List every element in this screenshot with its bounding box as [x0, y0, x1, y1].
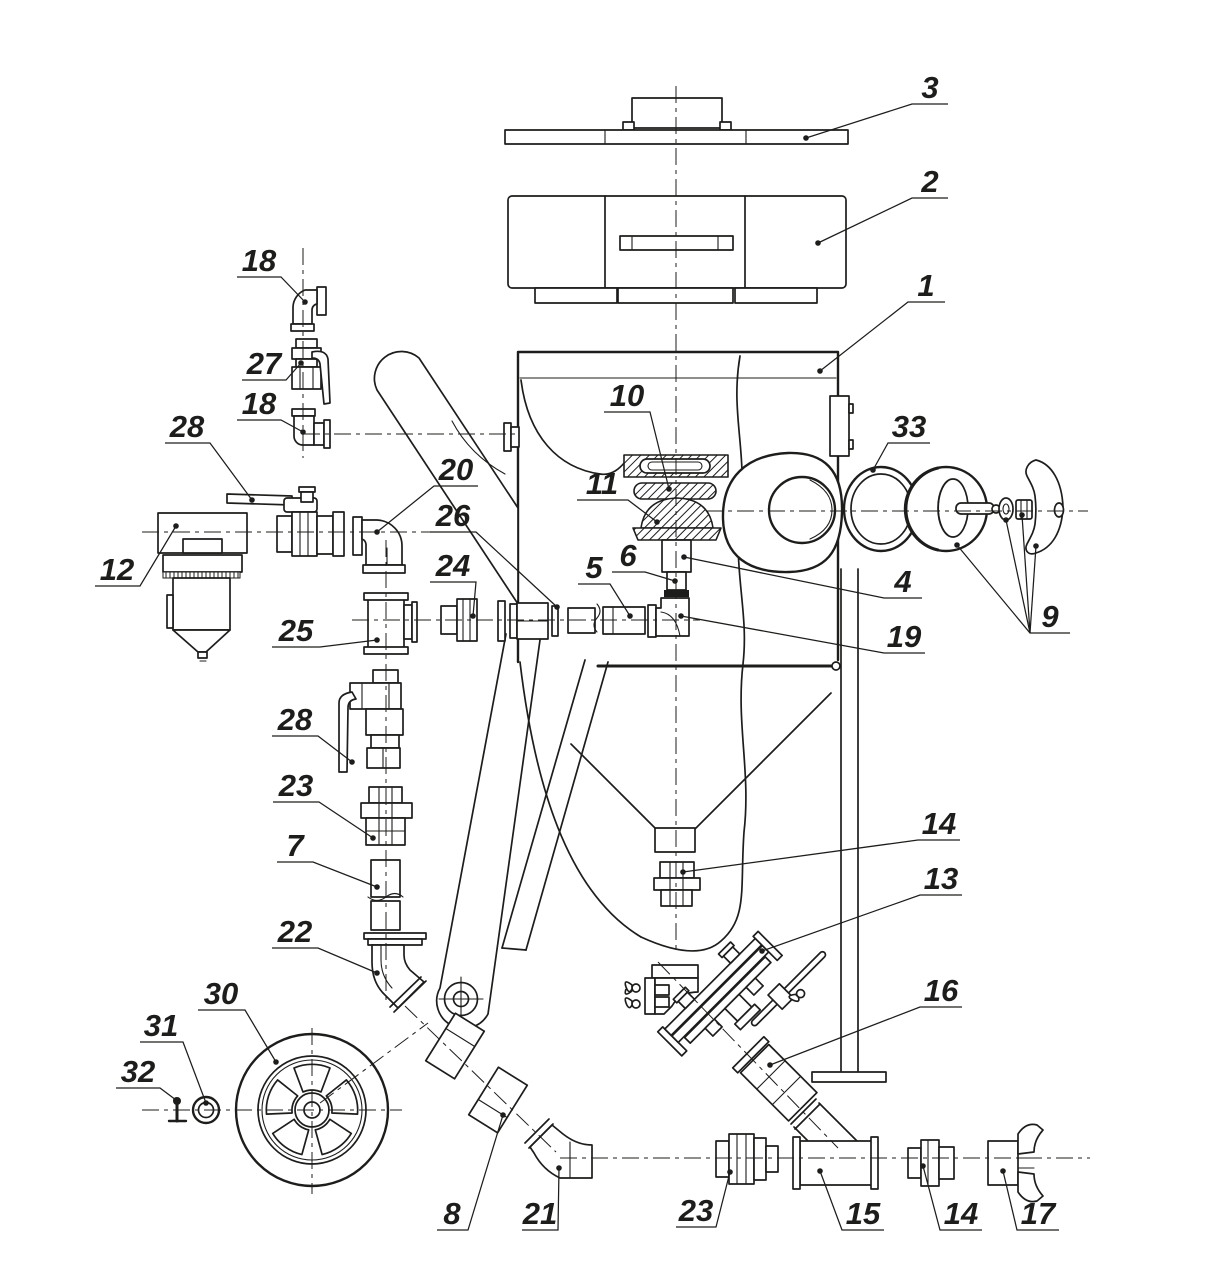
callout-25: 25: [278, 613, 314, 648]
callout-3: 3: [921, 70, 938, 105]
callout-28-upper: 28: [169, 409, 205, 444]
callout-28-lower: 28: [277, 702, 313, 737]
air-filter-12: [157, 512, 248, 662]
callout-11: 11: [586, 466, 618, 501]
clamp-yoke: [1025, 459, 1065, 555]
union-14-lower: [907, 1139, 955, 1187]
callout-6: 6: [619, 538, 637, 573]
callout-24: 24: [435, 548, 470, 583]
callout-27: 27: [246, 346, 283, 381]
callout-labels: 3 2 1 10 11 33 9 20 26 24 25 5 6 4 19 12…: [100, 70, 1060, 1231]
callout-23-upper: 23: [278, 768, 313, 803]
callout-33: 33: [892, 409, 926, 444]
ball-valve-28-vertical: [338, 669, 404, 773]
callout-12: 12: [100, 552, 134, 587]
callout-5: 5: [585, 550, 603, 585]
callout-2: 2: [920, 164, 938, 199]
centerlines: [142, 86, 1090, 1194]
tank-body: [516, 350, 854, 952]
callout-23-lower: 23: [678, 1193, 713, 1228]
claw-coupling-17: [987, 1123, 1044, 1203]
lid-cover: [507, 195, 847, 304]
rear-leg: [811, 568, 887, 1083]
inner-pipe-5: [567, 603, 646, 635]
nipple-16: [731, 1035, 818, 1122]
callout-18-top: 18: [242, 243, 277, 278]
callout-13: 13: [924, 861, 958, 896]
elbow-22: [363, 932, 427, 1013]
callout-15: 15: [846, 1196, 881, 1231]
callout-30: 30: [204, 976, 238, 1011]
callout-19: 19: [887, 619, 922, 654]
elbow-20: [352, 516, 406, 574]
tee-25: [363, 592, 418, 655]
callout-21: 21: [522, 1196, 557, 1231]
callout-31: 31: [144, 1008, 178, 1043]
callout-26: 26: [435, 498, 471, 533]
tank-handle: [373, 350, 519, 605]
callout-18-bottom: 18: [242, 386, 277, 421]
elbow-18-top: [290, 286, 327, 332]
callout-32: 32: [121, 1054, 155, 1089]
callout-14-upper: 14: [922, 806, 956, 841]
callout-1: 1: [917, 268, 934, 303]
y-fitting-15: [790, 1098, 879, 1190]
callout-17: 17: [1021, 1196, 1057, 1231]
wing-nut-left: [624, 981, 641, 1009]
callout-16: 16: [924, 973, 959, 1008]
manhole-cover: [903, 465, 1001, 553]
union-14-upper: [653, 861, 701, 907]
elbow-21: [524, 1118, 593, 1179]
manhole-neck: [721, 451, 844, 574]
callout-8: 8: [443, 1196, 461, 1231]
callout-7: 7: [286, 828, 305, 863]
metering-valve-13: [624, 930, 827, 1057]
union-23-lower: [715, 1133, 779, 1185]
pipe-8: [424, 1012, 529, 1134]
inner-elbow-19: [647, 597, 690, 638]
ball-valve-28-horizontal: [226, 486, 345, 557]
callout-4: 4: [893, 564, 911, 599]
sealing-gasket: [633, 482, 717, 500]
bushing-26: [497, 600, 559, 642]
cover-washer: [998, 497, 1014, 521]
front-leg: [435, 633, 609, 1030]
callout-9: 9: [1041, 599, 1059, 634]
funnel-cone: [570, 692, 832, 853]
callout-20: 20: [438, 452, 473, 487]
leader-lines: [95, 103, 1070, 1231]
callout-22: 22: [277, 914, 312, 949]
wall-fitting-small: [503, 422, 520, 452]
valve-27: [291, 338, 331, 405]
callout-14-lower: 14: [944, 1196, 978, 1231]
callout-10: 10: [610, 378, 644, 413]
